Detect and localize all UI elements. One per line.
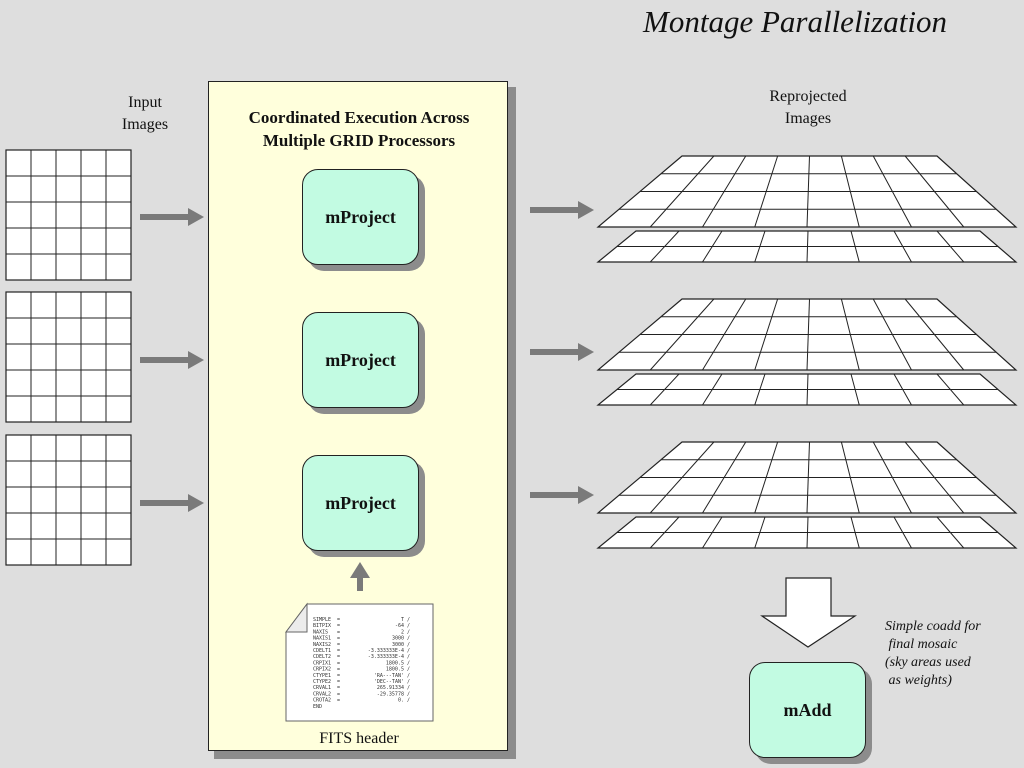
- input-arrow-2: [140, 351, 204, 369]
- fits-keyword: CTYPE2: [313, 679, 331, 685]
- fits-equals: =: [337, 660, 340, 666]
- fits-value: 1800.5 /: [386, 660, 410, 666]
- fits-keyword: SIMPLE: [313, 617, 331, 623]
- fits-equals: =: [337, 698, 340, 704]
- fits-header-document: SIMPLE = T / BITPIX = -64 / NAXIS = 2 / NAXIS1 = 30…: [285, 602, 434, 722]
- input-image-3: [5, 434, 132, 566]
- fits-value: -3.333333E-4 /: [368, 648, 410, 654]
- output-arrow-1: [530, 201, 594, 219]
- fits-equals: =: [337, 691, 340, 697]
- fits-value: 265.91334 /: [377, 685, 410, 691]
- fits-keyword: CTYPE1: [313, 673, 331, 679]
- fits-keyword: CRPIX2: [313, 667, 331, 673]
- mproject-box-3: mProject: [302, 455, 419, 551]
- fits-keyword: BITPIX: [313, 623, 331, 629]
- fits-value: -3.333333E-4 /: [368, 654, 410, 660]
- output-arrow-2: [530, 343, 594, 361]
- input-image-2: [5, 291, 132, 423]
- fits-equals: =: [337, 673, 340, 679]
- reprojected-image-3: [596, 441, 1018, 549]
- fits-equals: =: [337, 617, 340, 623]
- mproject-box-2: mProject: [302, 312, 419, 408]
- input-image-1: [5, 149, 132, 281]
- fits-value: 'DEC--TAN' /: [374, 679, 410, 685]
- input-arrow-3: [140, 494, 204, 512]
- merge-down-arrow: [760, 577, 857, 648]
- fits-header-label: FITS header: [319, 730, 399, 747]
- coadd-note: Simple coadd for final mosaic (sky areas…: [885, 619, 981, 688]
- fits-equals: =: [337, 667, 340, 673]
- mproject-box-1: mProject: [302, 169, 419, 265]
- fits-keyword: NAXIS1: [313, 636, 331, 642]
- fits-keyword: NAXIS: [313, 629, 328, 635]
- panel-title: Coordinated Execution Across Multiple GR…: [248, 108, 470, 150]
- grid-execution-panel: Coordinated Execution Across Multiple GR…: [208, 81, 508, 751]
- reprojected-image-2: [596, 298, 1018, 406]
- fits-equals: =: [337, 629, 340, 635]
- fits-keyword: CRVAL2: [313, 691, 331, 697]
- fits-value: -64 /: [395, 623, 410, 629]
- reprojected-images-label: Reprojected Images: [769, 88, 847, 127]
- fits-value: 3000 /: [392, 642, 410, 648]
- fits-value: T /: [401, 617, 410, 623]
- fits-value: 3000 /: [392, 636, 410, 642]
- fits-equals: =: [337, 636, 340, 642]
- fits-equals: =: [337, 685, 340, 691]
- fits-value: 2 /: [401, 629, 410, 635]
- reprojected-image-1: [596, 155, 1018, 263]
- fits-keyword: CDELT2: [313, 654, 331, 660]
- fits-keyword: END: [313, 704, 322, 710]
- fits-up-arrow: [350, 562, 370, 591]
- diagram-title: Montage Parallelization: [643, 4, 947, 39]
- fits-keyword: CROTA2: [313, 698, 331, 704]
- fits-equals: =: [337, 623, 340, 629]
- madd-box: mAdd: [749, 662, 866, 758]
- input-arrow-1: [140, 208, 204, 226]
- fits-value: -29.35778 /: [377, 691, 410, 697]
- fits-equals: =: [337, 642, 340, 648]
- fits-keyword: CRVAL1: [313, 685, 331, 691]
- fits-keyword: NAXIS2: [313, 642, 331, 648]
- output-arrow-3: [530, 486, 594, 504]
- fits-equals: =: [337, 648, 340, 654]
- fits-keyword: CRPIX1: [313, 660, 331, 666]
- fits-keyword: CDELT1: [313, 648, 331, 654]
- fits-value: 0. /: [398, 698, 410, 704]
- input-images-label: Input Images: [121, 94, 169, 133]
- fits-value: 'RA---TAN' /: [374, 673, 410, 679]
- fits-value: 1800.5 /: [386, 667, 410, 673]
- fits-equals: =: [337, 679, 340, 685]
- fits-equals: =: [337, 654, 340, 660]
